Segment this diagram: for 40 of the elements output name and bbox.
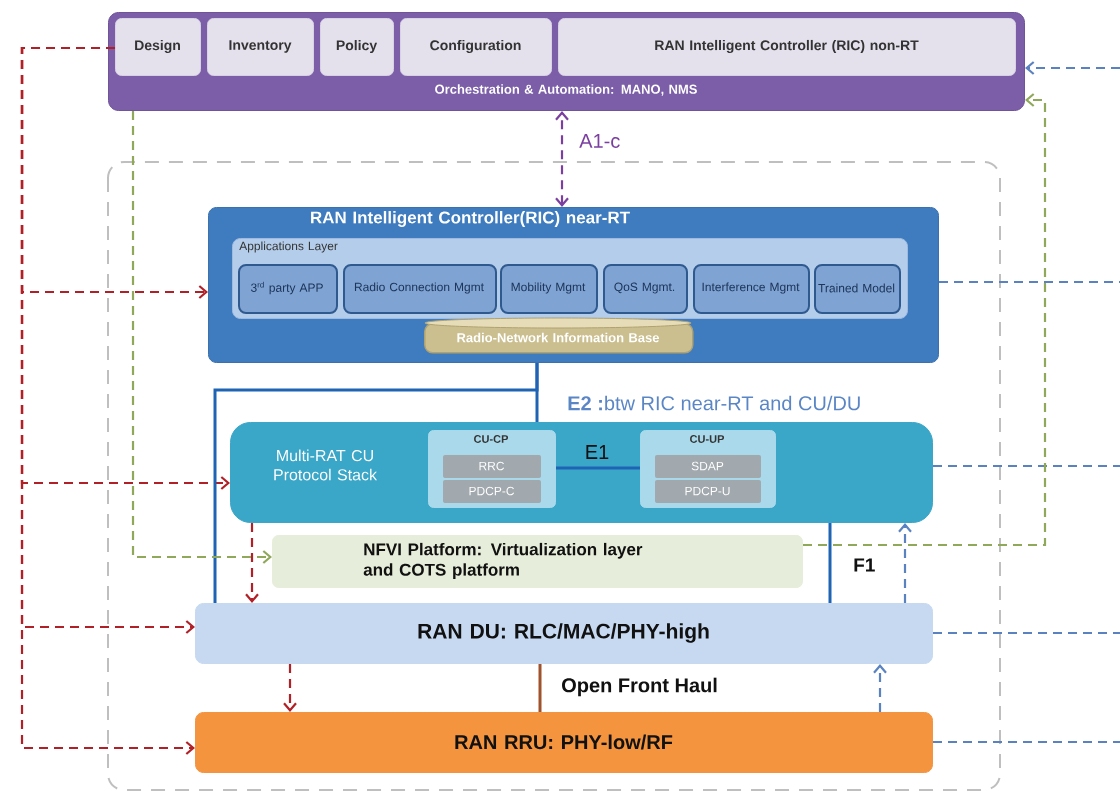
connector-line <box>933 740 1120 744</box>
application-box: Radio Connection Mgmt <box>343 264 497 314</box>
function-tab: Configuration <box>400 18 552 76</box>
application-box: Interference Mgmt <box>693 264 810 314</box>
protocol-layer-box: PDCP-U <box>655 480 761 503</box>
edge-label: Open Front Haul <box>562 677 717 697</box>
application-box: QoS Mgmt. <box>603 264 688 314</box>
connector-line <box>828 523 832 603</box>
function-tab: RAN Intelligent Controller (RIC) non-RT <box>558 18 1016 76</box>
arrow <box>131 111 272 564</box>
arrow <box>898 523 912 603</box>
arrow <box>20 46 195 755</box>
connector-line <box>556 466 640 470</box>
application-box: Mobility Mgmt <box>500 264 598 314</box>
application-box: 3$^{rd}$ party APP <box>238 264 338 314</box>
platform-band: NFVI Platform: Virtualization layer and COTS platform <box>272 535 803 588</box>
connector-line <box>213 363 539 603</box>
connector-line <box>933 464 1120 468</box>
rru-band: RAN RRU: PHY-low/RF <box>195 712 933 773</box>
protocol-layer-box: RRC <box>443 455 541 478</box>
arrow <box>245 523 259 603</box>
arrow <box>873 664 887 712</box>
du-band: RAN DU: RLC/MAC/PHY-high <box>195 603 933 664</box>
protocol-layer-box: SDAP <box>655 455 761 478</box>
arrow <box>803 93 1047 547</box>
edge-label: E1 <box>586 445 609 459</box>
function-tab: Policy <box>320 18 394 76</box>
connector-line <box>933 631 1120 635</box>
connector-line <box>538 664 542 712</box>
arrow <box>555 111 569 207</box>
arrow <box>1025 61 1120 75</box>
protocol-layer-box: PDCP-C <box>443 480 541 503</box>
database-cylinder: Radio-Network Information Base <box>424 317 694 354</box>
application-box: Trained Model <box>814 264 901 314</box>
function-tab: Inventory <box>207 18 314 76</box>
edge-label: F1 <box>854 558 875 572</box>
edge-label: A1-c <box>579 134 620 148</box>
interface-label: E2 :btw RIC near-RT and CU/DU <box>568 395 860 411</box>
arrow <box>283 664 297 712</box>
function-tab: Design <box>115 18 201 76</box>
